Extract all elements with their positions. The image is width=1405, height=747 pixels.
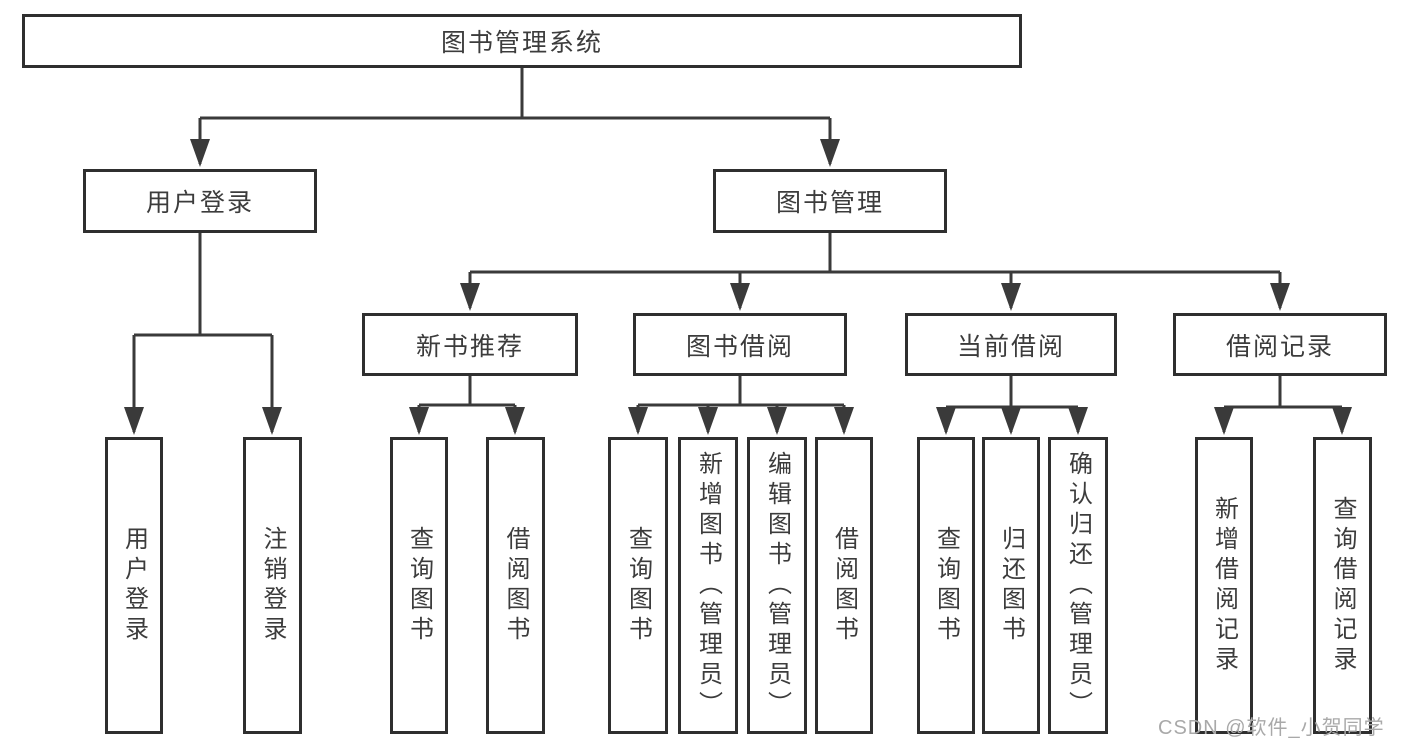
leaf-borrow-books-borrow: 借阅图书 <box>815 437 873 734</box>
leaf-label: 编辑图书（管理员） <box>763 450 791 721</box>
node-borrow-records: 借阅记录 <box>1173 313 1387 376</box>
node-user-login-group: 用户登录 <box>83 169 317 233</box>
node-book-borrow: 图书借阅 <box>633 313 847 376</box>
leaf-label: 查询图书 <box>624 525 652 646</box>
leaf-query-books-borrow: 查询图书 <box>608 437 668 734</box>
leaf-query-borrow-record: 查询借阅记录 <box>1313 437 1372 734</box>
leaf-label: 借阅图书 <box>502 525 529 646</box>
csdn-watermark: CSDN @软件_小贺同学 <box>1158 717 1385 739</box>
leaf-query-books-recommend: 查询图书 <box>390 437 448 734</box>
leaf-label: 确认归还（管理员） <box>1064 450 1092 721</box>
leaf-edit-book-admin: 编辑图书（管理员） <box>747 437 807 734</box>
leaf-label: 用户登录 <box>120 525 148 646</box>
node-new-book-recommend: 新书推荐 <box>362 313 578 376</box>
node-current-borrow: 当前借阅 <box>905 313 1117 376</box>
leaf-borrow-books-recommend: 借阅图书 <box>486 437 545 734</box>
leaf-label: 归还图书 <box>997 525 1025 646</box>
leaf-add-book-admin: 新增图书（管理员） <box>678 437 738 734</box>
leaf-add-borrow-record: 新增借阅记录 <box>1195 437 1253 734</box>
leaf-confirm-return-admin: 确认归还（管理员） <box>1048 437 1108 734</box>
leaf-label: 查询图书 <box>932 525 960 646</box>
leaf-query-books-current: 查询图书 <box>917 437 975 734</box>
leaf-return-book: 归还图书 <box>982 437 1040 734</box>
leaf-label: 查询图书 <box>405 525 433 646</box>
leaf-label: 新增图书（管理员） <box>694 450 722 721</box>
leaf-label: 借阅图书 <box>830 525 858 646</box>
leaf-logout: 注销登录 <box>243 437 302 734</box>
leaf-label: 新增借阅记录 <box>1210 495 1238 676</box>
leaf-user-login: 用户登录 <box>105 437 163 734</box>
node-book-management: 图书管理 <box>713 169 947 233</box>
leaf-label: 查询借阅记录 <box>1329 495 1356 676</box>
leaf-label: 注销登录 <box>259 525 286 646</box>
node-root: 图书管理系统 <box>22 14 1022 68</box>
